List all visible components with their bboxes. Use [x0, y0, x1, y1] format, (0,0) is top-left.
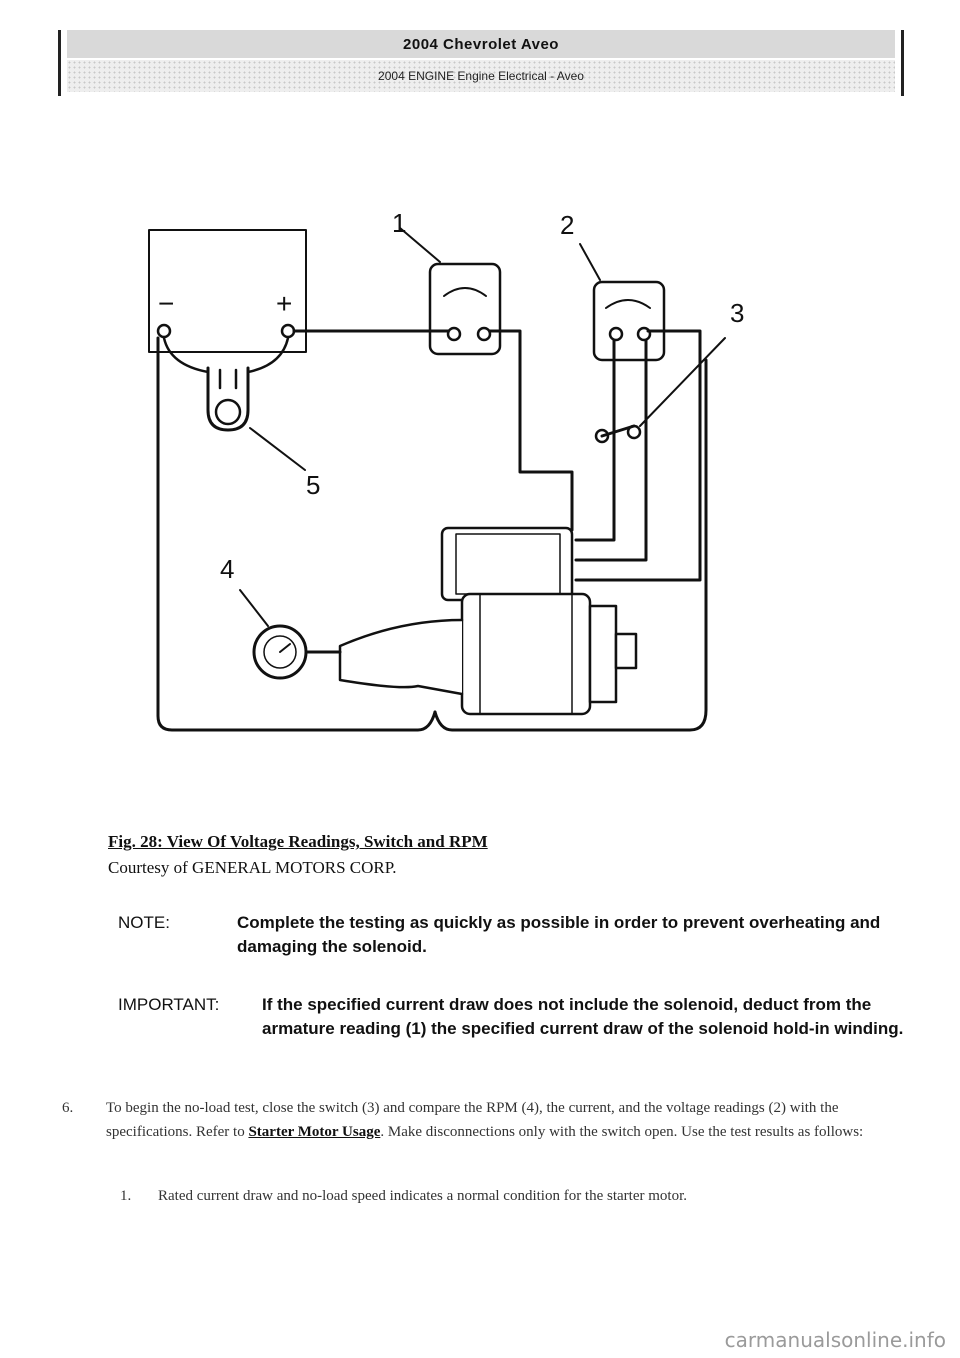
step-body: To begin the no-load test, close the swi…	[106, 1096, 892, 1144]
battery-positive-terminal	[280, 323, 296, 339]
substep-text: Rated current draw and no-load speed ind…	[158, 1188, 687, 1204]
substep-1: 1. Rated current draw and no-load speed …	[120, 1184, 890, 1208]
switch-3	[594, 337, 726, 444]
tachometer-4	[239, 589, 342, 680]
battery-plus-label: +	[276, 288, 292, 319]
starter-motor	[338, 526, 638, 716]
figure-courtesy: Courtesy of GENERAL MOTORS CORP.	[108, 858, 397, 877]
document-header: 2004 Chevrolet Aveo 2004 ENGINE Engine E…	[58, 30, 904, 96]
watermark: carmanualsonline.info	[724, 1328, 946, 1352]
callout-3: 3	[730, 298, 744, 328]
battery-negative-terminal	[156, 323, 172, 339]
battery-minus-label: −	[158, 288, 174, 319]
important-text: If the specified current draw does not i…	[262, 995, 904, 1038]
callout-2: 2	[560, 210, 574, 240]
note-label: NOTE:	[118, 913, 170, 932]
header-title: 2004 Chevrolet Aveo	[67, 30, 895, 58]
important-label: IMPORTANT:	[118, 995, 220, 1014]
callout-4: 4	[220, 554, 234, 584]
voltmeter-2	[579, 243, 666, 362]
starter-test-diagram: − +	[148, 208, 744, 732]
callout-5: 5	[306, 470, 320, 500]
step-text-before: To begin the no-load test, close the swi…	[106, 1100, 839, 1140]
ammeter-1	[399, 227, 502, 356]
switch-5	[162, 336, 306, 471]
note-block: NOTE: Complete the testing as quickly as…	[118, 911, 908, 959]
figure-caption[interactable]: Fig. 28: View Of Voltage Readings, Switc…	[108, 832, 488, 851]
callout-1: 1	[392, 208, 406, 238]
substep-number: 1.	[120, 1188, 132, 1204]
important-block: IMPORTANT: If the specified current draw…	[118, 993, 908, 1041]
starter-motor-usage-link[interactable]: Starter Motor Usage	[248, 1124, 381, 1140]
step-text-after: . Make disconnections only with the swit…	[380, 1124, 864, 1140]
step-6: 6. To begin the no-load test, close the …	[62, 1096, 892, 1144]
battery	[148, 229, 307, 353]
step-number: 6.	[62, 1100, 74, 1116]
header-subtitle: 2004 ENGINE Engine Electrical - Aveo	[67, 60, 895, 92]
note-text: Complete the testing as quickly as possi…	[237, 913, 881, 956]
